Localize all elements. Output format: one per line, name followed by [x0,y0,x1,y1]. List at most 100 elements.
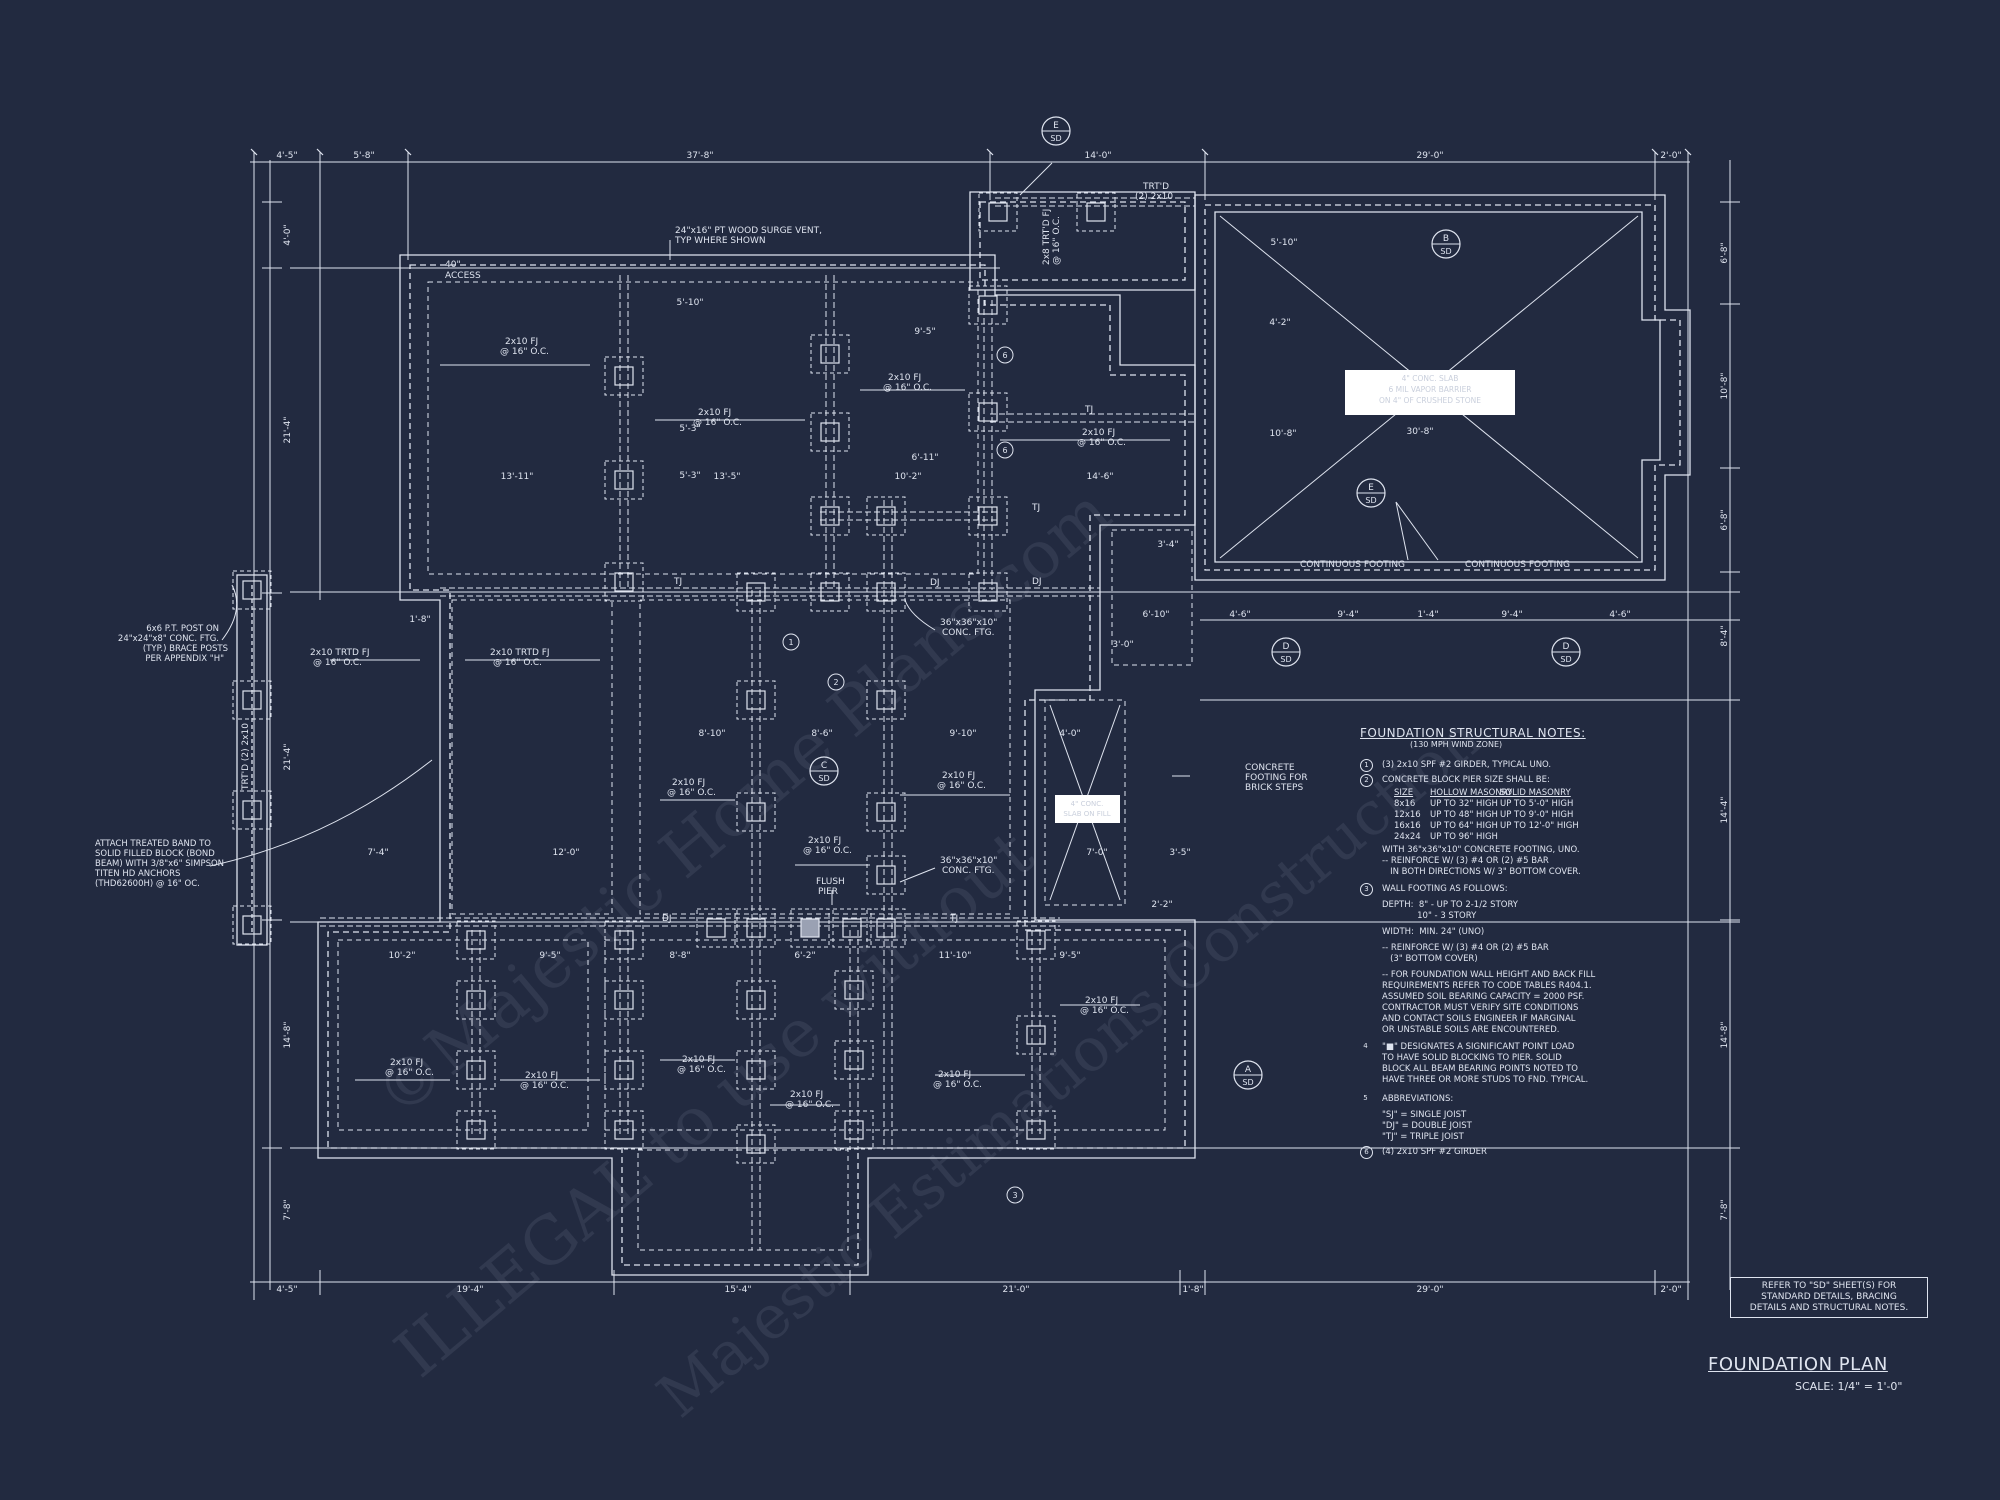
pier [866,792,906,832]
oc-label-11: @ 16" O.C. [520,1081,569,1091]
pier-block [842,918,862,938]
note-text: "DJ" = DOUBLE JOIST [1382,1121,1472,1131]
pier-footing [978,192,1018,232]
pier-block [746,582,766,602]
pier [968,392,1008,432]
pier [810,412,850,452]
fj-label-8: 2x10 FJ [390,1058,423,1068]
pier-block [978,582,998,602]
trtd-fj-vertical-2: @ 16" O.C. [1052,216,1062,265]
pier-block [466,990,486,1010]
pier-footing [1076,192,1116,232]
pier-block [746,802,766,822]
trtd-top-label-1: TRT'D [1142,182,1169,192]
note-number: 5 [1363,1094,1368,1102]
pier-block [614,366,634,386]
oc-label-3: @ 16" O.C. [883,383,932,393]
dim-left-4: 7'-8" [283,1199,293,1220]
inner-dimension-label: 13'-5" [713,472,740,482]
fj-label-12: 2x10 FJ [938,1070,971,1080]
oc-label-14: @ 16" O.C. [933,1080,982,1090]
pier [456,1050,496,1090]
pier-footing [810,496,850,536]
pier-footing [736,792,776,832]
pier-footing [736,1124,776,1164]
structural-notes: FOUNDATION STRUCTURAL NOTES: (130 MPH WI… [1360,727,1660,1162]
pier [968,496,1008,536]
conc-ftg-label-3: 36"x36"x10" [940,856,997,866]
pier-block [820,582,840,602]
pier [736,908,776,948]
note-text: REQUIREMENTS REFER TO CODE TABLES R404.1… [1382,981,1592,991]
pier-block [876,802,896,822]
oc-label-4: @ 16" O.C. [1077,438,1126,448]
note-text: ABBREVIATIONS: [1382,1094,1454,1104]
fj-label-6: 2x10 FJ [942,771,975,781]
dim-right-2: 6'-8" [1720,509,1730,530]
slab-label-1: 4" CONC. SLAB [1402,374,1459,383]
note-tag: 3 [1006,1186,1024,1204]
pier-footing [604,460,644,500]
pier-block [800,918,820,938]
pier [968,572,1008,612]
section-marker-letter: B [1443,234,1449,244]
pier-block [844,980,864,1000]
oc-label-5: @ 16" O.C. [313,658,362,668]
note-tag-number: 6 [1002,446,1007,455]
fj-label-11: 2x10 FJ [790,1090,823,1100]
note-text: 10" - 3 STORY [1382,911,1477,921]
post-note-3: (TYP.) BRACE POSTS [143,644,228,654]
pier [834,1040,874,1080]
inner-dimension-label: 1'-8" [409,615,430,625]
note-tag: 2 [827,673,845,691]
inner-dimension-label: 5'-10" [676,298,703,308]
pier-footing [968,572,1008,612]
table-cell: UP TO 32" HIGH [1430,799,1498,809]
dim-top-3: 14'-0" [1084,151,1111,161]
note-text: WITH 36"x36"x10" CONCRETE FOOTING, UNO. [1382,845,1580,855]
cont-footing-label-2: CONTINUOUS FOOTING [1465,560,1570,570]
cont-footing-label-1: CONTINUOUS FOOTING [1300,560,1405,570]
section-marker-sheet: SD [1242,1078,1253,1087]
band-note-1: ATTACH TREATED BAND TO [95,839,211,849]
inner-dimensions: 13'-11"13'-5"10'-2"14'-6"30'-8"5'-3"5'-1… [367,238,1630,961]
pier-footing [456,920,496,960]
pier-block [614,1060,634,1080]
inner-dimension-label: 10'-2" [894,472,921,482]
note-tag-number: 1 [788,638,793,647]
note-text: -- REINFORCE W/ (3) #4 OR (2) #5 BAR [1382,856,1549,866]
fj-label-7: 2x10 FJ [808,836,841,846]
pier-footing [736,908,776,948]
brick-steps-label-3: BRICK STEPS [1245,783,1303,793]
inner-dimension-label: 3'-5" [1169,848,1190,858]
note-text: (4) 2x10 SPF #2 GIRDER [1382,1147,1487,1157]
pier-block [242,690,262,710]
porch-slab-label: 4" CONC. SLAB ON FILL [1055,795,1120,823]
pier [866,680,906,720]
pier [232,905,272,945]
section-marker: ESD [1356,478,1386,508]
fj-label-1: 2x10 FJ [505,337,538,347]
pier [604,920,644,960]
section-marker: BSD [1431,229,1461,259]
pier-footing [866,680,906,720]
pier-footing [232,790,272,830]
pier-footing [604,1050,644,1090]
pier-block [746,690,766,710]
pier-block [466,930,486,950]
pier-footing [834,1110,874,1150]
note-text: (3" BOTTOM COVER) [1382,954,1478,964]
dim-left-2: 21'-4" [283,743,293,770]
section-marker-sheet: SD [1050,134,1061,143]
section-marker-sheet: SD [818,774,829,783]
pier-footing [736,1050,776,1090]
pier-block [242,580,262,600]
inner-dimension-label: 7'-0" [1086,848,1107,858]
access-label-1: 40" [445,260,461,270]
note-3: 3 WALL FOOTING AS FOLLOWS: DEPTH: 8" - U… [1360,883,1660,1036]
joist-span-arrows [330,364,1170,1106]
note-4: 4 "■" DESIGNATES A SIGNIFICANT POINT LOA… [1360,1042,1660,1086]
note-text: TO HAVE SOLID BLOCKING TO PIER. SOLID [1382,1053,1562,1063]
section-marker-letter: A [1245,1065,1252,1075]
